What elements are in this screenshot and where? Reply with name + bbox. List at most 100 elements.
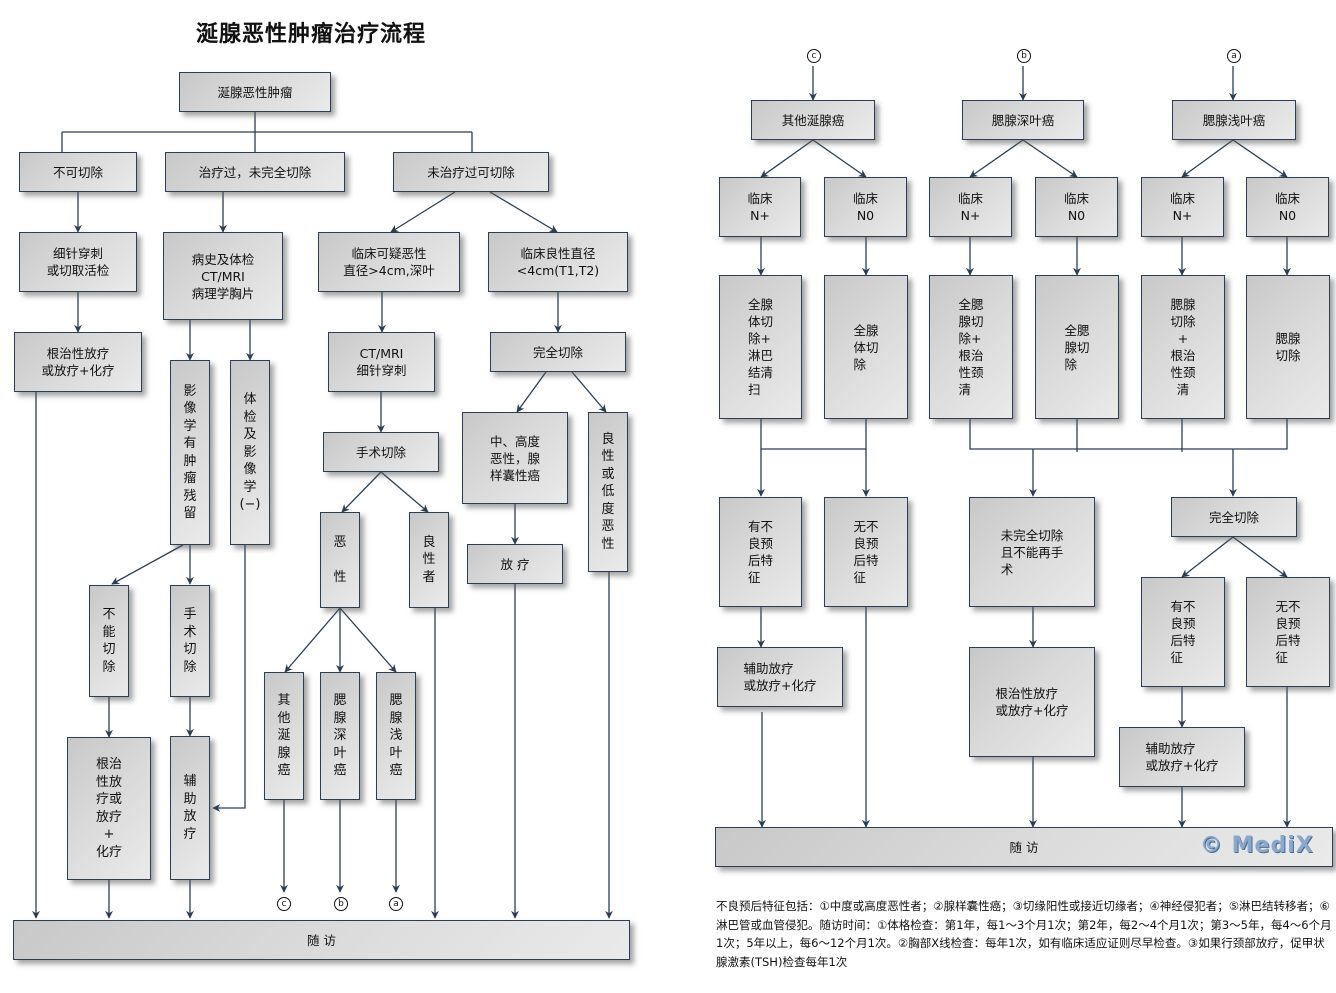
node-followup-left: 随 访 bbox=[13, 920, 630, 960]
arrow-complete-lowgrade bbox=[571, 371, 607, 413]
node-no-adverse-features-2: 无不 良预 后特 征 bbox=[1246, 577, 1330, 687]
node-label: 腮腺深叶癌 bbox=[991, 112, 1055, 128]
node-label: 腮腺 切除 + 根治 性颈 清 bbox=[1170, 297, 1196, 397]
node-label: 涎腺恶性肿瘤 bbox=[217, 84, 293, 100]
node-exam-imaging-negative: 体 检 及 影 像 学 (−) bbox=[230, 360, 270, 545]
connector-marker-a: a bbox=[389, 897, 403, 911]
node-label: 不 能 切 除 bbox=[102, 607, 116, 675]
node-label: 随 访 bbox=[1009, 839, 1039, 855]
node-label: 腮 腺 浅 叶 癌 bbox=[389, 693, 403, 779]
node-label: 全腮 腺切 除+ 根治 性颈 清 bbox=[958, 297, 984, 397]
arrow-malignant-other bbox=[284, 607, 341, 673]
node-label: 体 检 及 影 像 学 (−) bbox=[239, 392, 261, 513]
node-adjuvant-rt-chemo-2: 辅助放疗 或放疗+化疗 bbox=[1119, 727, 1245, 787]
node-label: 随 访 bbox=[307, 932, 336, 948]
node-parotid-superficial-right: 腮腺浅叶癌 bbox=[1172, 100, 1296, 140]
node-b-n-plus-treatment: 全腮 腺切 除+ 根治 性颈 清 bbox=[929, 275, 1013, 419]
node-label: 治疗过，未完全切除 bbox=[198, 164, 312, 180]
node-b-n0-treatment: 全腮 腺切 除 bbox=[1035, 275, 1119, 419]
arrow-complete-noadverse2 bbox=[1232, 536, 1288, 578]
node-incomplete-no-reop: 未完全切除 且不能再手 术 bbox=[969, 497, 1095, 607]
node-label: 全腺 体切 除+ 淋巴 结清 扫 bbox=[747, 297, 773, 397]
node-label: 恶 性 bbox=[333, 534, 347, 585]
connector-marker-b: b bbox=[334, 897, 348, 911]
node-radiotherapy: 放 疗 bbox=[467, 544, 563, 584]
arrow-untreated-suspicious bbox=[390, 191, 456, 233]
node-label: 临床 N+ bbox=[957, 191, 983, 223]
node-radical-rt-chemo: 根治性放疗 或放疗+化疗 bbox=[14, 332, 142, 392]
node-c-n0-treatment: 全腺 体切 除 bbox=[824, 275, 908, 419]
node-label: 辅 助 放 疗 bbox=[183, 774, 197, 842]
node-label: 手术切除 bbox=[355, 444, 406, 460]
node-suspicious-malignant: 临床可疑恶性 直径>4cm,深叶 bbox=[318, 232, 460, 292]
node-adjuvant-rt-chemo: 辅助放疗 或放疗+化疗 bbox=[717, 647, 843, 707]
node-label: 临床可疑恶性 直径>4cm,深叶 bbox=[343, 246, 435, 278]
node-label: 中、高度 恶性，腺 样囊性癌 bbox=[489, 433, 540, 483]
arrow-other-nplus bbox=[760, 139, 814, 178]
node-adverse-features: 有不 良预 后特 征 bbox=[719, 497, 802, 607]
node-c-n0: 临床 N0 bbox=[824, 177, 907, 237]
node-label: 临床 N+ bbox=[747, 191, 773, 223]
node-a-n0-treatment: 腮腺 切除 bbox=[1246, 275, 1330, 419]
arrow-deep-n0 bbox=[1022, 139, 1078, 178]
node-label: 辅助放疗 或放疗+化疗 bbox=[743, 661, 817, 693]
node-parotid-superficial: 腮 腺 浅 叶 癌 bbox=[376, 672, 416, 800]
node-adverse-features-2: 有不 良预 后特 征 bbox=[1141, 577, 1225, 687]
node-malignant: 恶 性 bbox=[320, 512, 360, 608]
node-label: 腮腺 切除 bbox=[1275, 331, 1301, 363]
arrow-surgery-benign bbox=[380, 471, 429, 513]
connector-marker-a-right: a bbox=[1227, 49, 1241, 63]
footnote: 不良预后特征包括：①中度或高度恶性者；②腺样囊性癌；③切缘阳性或接近切缘者；④神… bbox=[716, 899, 1332, 969]
arrow-surgery-malignant bbox=[341, 471, 382, 513]
node-a-n-plus-treatment: 腮腺 切除 + 根治 性颈 清 bbox=[1141, 275, 1225, 419]
arrow-superficial-nplus bbox=[1181, 139, 1234, 178]
node-a-n0: 临床 N0 bbox=[1246, 177, 1329, 237]
node-followup-right: 随 访 bbox=[715, 827, 1333, 867]
node-label: 完全切除 bbox=[532, 344, 583, 360]
node-benign-low-grade: 良 性 或 低 度 恶 性 bbox=[588, 412, 628, 572]
node-label: 临床 N+ bbox=[1169, 191, 1195, 223]
node-ct-mri-fna: CT/MRI 细针穿刺 bbox=[328, 332, 435, 392]
node-radical-rt-chemo-right: 根治性放疗 或放疗+化疗 bbox=[969, 647, 1095, 757]
node-label: 有不 良预 后特 征 bbox=[747, 519, 773, 585]
node-label: 根治性放疗 或放疗+化疗 bbox=[995, 686, 1069, 718]
node-label: 临床良性直径 <4cm(T1,T2) bbox=[516, 246, 600, 278]
node-intermediate-high: 中、高度 恶性，腺 样囊性癌 bbox=[462, 412, 568, 504]
arrow-deep-nplus bbox=[969, 139, 1024, 178]
node-c-n-plus-treatment: 全腺 体切 除+ 淋巴 结清 扫 bbox=[719, 275, 802, 419]
node-label: 腮 腺 深 叶 癌 bbox=[333, 693, 347, 779]
node-label: 未完全切除 且不能再手 术 bbox=[1000, 527, 1064, 577]
line-ab-bracket bbox=[969, 419, 1288, 450]
node-label: 细针穿刺 或切取活检 bbox=[46, 246, 110, 278]
node-label: 病史及体检 CT/MRI 病理学胸片 bbox=[191, 251, 255, 301]
node-label: 良 性 者 bbox=[422, 534, 436, 585]
node-label: 其他涎腺癌 bbox=[781, 112, 845, 128]
node-other-salivary: 其 他 涎 腺 癌 bbox=[264, 672, 304, 800]
node-other-salivary-right: 其他涎腺癌 bbox=[751, 100, 875, 140]
node-treated-incomplete: 治疗过，未完全切除 bbox=[165, 152, 345, 192]
node-imaging-residual: 影 像 学 有 肿 瘤 残 留 bbox=[170, 360, 210, 545]
arrow-malignant-superficial bbox=[339, 607, 397, 673]
node-complete-resection-right: 完全切除 bbox=[1171, 497, 1297, 537]
arrow-other-n0 bbox=[812, 139, 867, 178]
arrow-residual-cannot bbox=[111, 544, 184, 585]
node-b-n0: 临床 N0 bbox=[1035, 177, 1118, 237]
node-label: 影 像 学 有 肿 瘤 残 留 bbox=[183, 383, 197, 522]
node-radical-rt-chemo-v: 根治 性放 疗或 放疗 + 化疗 bbox=[67, 737, 151, 880]
arrow-complete-adverse2 bbox=[1181, 536, 1234, 578]
node-a-n-plus: 临床 N+ bbox=[1141, 177, 1224, 237]
arrow-complete-intermediate bbox=[516, 371, 547, 413]
arrow-superficial-n0 bbox=[1232, 139, 1288, 178]
node-unresectable: 不可切除 bbox=[19, 152, 137, 192]
node-no-adverse-features: 无不 良预 后特 征 bbox=[824, 497, 908, 607]
node-label: 无不 良预 后特 征 bbox=[1275, 599, 1301, 665]
node-label: 放 疗 bbox=[500, 556, 530, 572]
node-label: 未治疗过可切除 bbox=[427, 164, 515, 180]
node-root: 涎腺恶性肿瘤 bbox=[179, 72, 331, 112]
node-history-exam: 病史及体检 CT/MRI 病理学胸片 bbox=[163, 232, 283, 320]
node-label: 无不 良预 后特 征 bbox=[853, 519, 879, 585]
node-label: 临床 N0 bbox=[852, 191, 878, 223]
connector-marker-c: c bbox=[277, 897, 291, 911]
node-label: 腮腺浅叶癌 bbox=[1202, 112, 1266, 128]
